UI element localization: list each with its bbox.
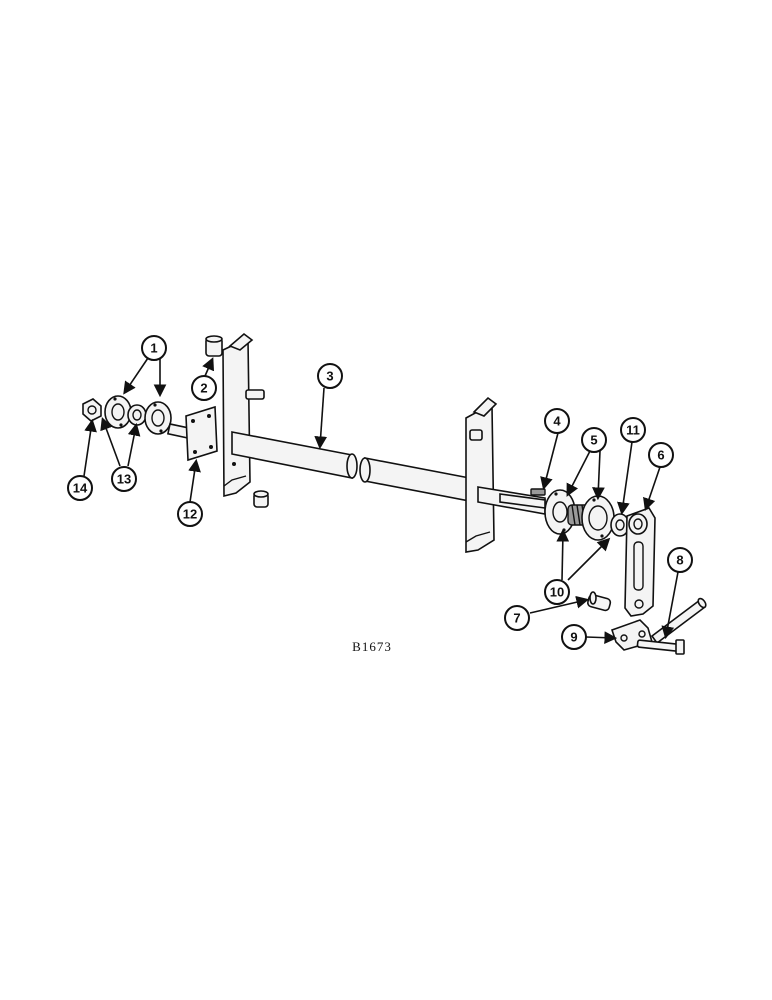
callout-11: 11 <box>620 417 646 443</box>
svg-text:6: 6 <box>657 448 664 463</box>
callout-4: 4 <box>544 408 570 434</box>
callout-2: 2 <box>191 375 217 401</box>
svg-text:9: 9 <box>570 630 577 645</box>
svg-text:4: 4 <box>553 414 561 429</box>
part-right-bracket <box>465 396 498 553</box>
callout-6: 6 <box>648 442 674 468</box>
callout-8: 8 <box>667 547 693 573</box>
callout-9: 9 <box>561 624 587 650</box>
svg-text:5: 5 <box>590 433 597 448</box>
svg-text:10: 10 <box>550 585 564 600</box>
part-bushing-bottom <box>253 490 269 508</box>
callout-3: 3 <box>317 363 343 389</box>
part-clutch-flange-right <box>581 495 615 541</box>
svg-text:7: 7 <box>513 611 520 626</box>
svg-text:12: 12 <box>183 507 197 522</box>
leader-lines <box>83 357 679 645</box>
figure-reference-code: B1673 <box>352 639 392 654</box>
callout-7: 7 <box>504 605 530 631</box>
svg-text:8: 8 <box>676 553 683 568</box>
svg-text:3: 3 <box>326 369 333 384</box>
part-bearing-flange-right <box>144 401 172 435</box>
part-left-bracket <box>222 332 265 498</box>
callout-14: 14 <box>67 475 93 501</box>
callout-13: 13 <box>111 466 137 492</box>
callout-12: 12 <box>177 501 203 527</box>
part-rod <box>650 597 707 645</box>
part-bushing-top <box>205 335 223 357</box>
part-bearing-plate <box>185 405 218 462</box>
svg-text:11: 11 <box>626 423 640 438</box>
callout-1: 1 <box>141 335 167 361</box>
part-main-shaft <box>231 431 481 504</box>
part-bolt <box>636 639 685 655</box>
callout-10: 10 <box>544 579 570 605</box>
svg-text:13: 13 <box>117 472 131 487</box>
part-lever-arm <box>624 507 656 617</box>
svg-text:2: 2 <box>200 381 207 396</box>
svg-text:1: 1 <box>150 341 157 356</box>
part-nut <box>82 398 102 422</box>
part-bearing <box>127 404 147 426</box>
part-bearing-flange-left <box>104 395 132 429</box>
svg-text:14: 14 <box>73 481 88 496</box>
part-key <box>530 488 546 496</box>
part-pin <box>586 591 612 612</box>
callout-5: 5 <box>581 427 607 453</box>
